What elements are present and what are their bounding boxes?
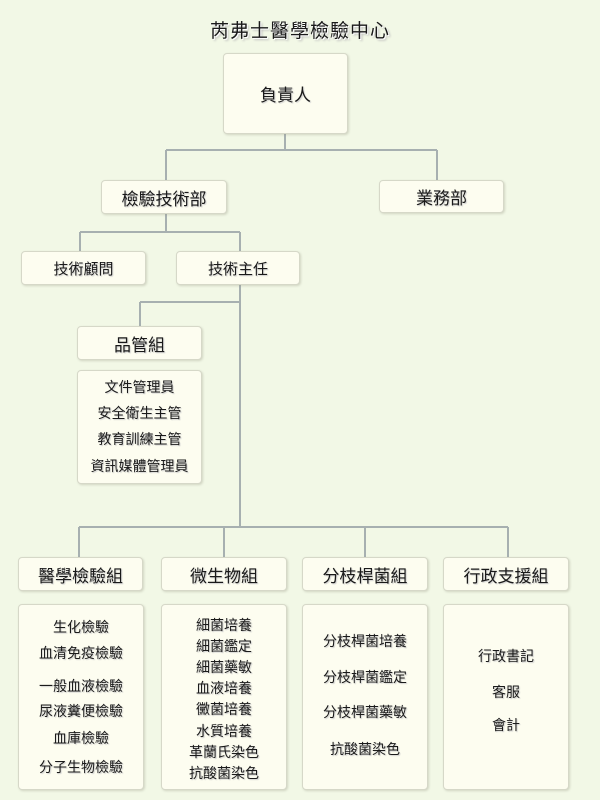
node-mycobacterium-group: 分枝桿菌組: [302, 557, 428, 591]
list-item: 會計: [492, 718, 520, 734]
list-item: 分枝桿菌培養: [323, 634, 407, 650]
list-item: 抗酸菌染色: [189, 766, 259, 782]
list-item: 血庫檢驗: [53, 731, 109, 747]
qc-member: 教育訓練主管: [97, 432, 182, 448]
node-lab-dept: 檢驗技術部: [101, 180, 227, 214]
node-microbiology-group: 微生物組: [161, 557, 287, 591]
list-item: 客服: [492, 685, 520, 701]
qc-member-list: 文件管理員 安全衛生主管 教育訓練主管 資訊媒體管理員: [77, 370, 202, 484]
list-item: 細菌鑑定: [196, 639, 252, 655]
list-item: 細菌培養: [196, 618, 252, 634]
list-item: 血清免疫檢驗: [39, 646, 123, 662]
node-head: 負責人: [223, 53, 348, 134]
list-item: 細菌藥敏: [196, 660, 252, 676]
list-item: 分枝桿菌藥敏: [323, 705, 407, 721]
page-title: 芮弗士醫學檢驗中心: [209, 20, 390, 42]
mycobacterium-item-list: 分枝桿菌培養 分枝桿菌鑑定 分枝桿菌藥敏 抗酸菌染色: [302, 604, 428, 790]
list-item: 行政書記: [478, 649, 534, 665]
microbiology-item-list: 細菌培養 細菌鑑定 細菌藥敏 血液培養 黴菌培養 水質培養 革蘭氏染色 抗酸菌染…: [161, 604, 287, 790]
list-item: 分子生物檢驗: [39, 760, 123, 776]
list-item: 革蘭氏染色: [189, 745, 259, 761]
qc-member: 安全衛生主管: [97, 406, 182, 422]
node-biz-dept: 業務部: [379, 180, 504, 213]
list-item: 水質培養: [196, 724, 252, 740]
qc-member: 文件管理員: [104, 380, 175, 396]
list-item: 黴菌培養: [196, 702, 252, 718]
node-admin-support-group: 行政支援組: [443, 557, 569, 591]
admin-support-item-list: 行政書記 客服 會計: [443, 604, 569, 790]
medical-lab-item-list: 生化檢驗 血清免疫檢驗 一般血液檢驗 尿液糞便檢驗 血庫檢驗 分子生物檢驗: [18, 604, 144, 790]
node-tech-advisor: 技術顧問: [21, 251, 146, 285]
qc-member: 資訊媒體管理員: [90, 459, 189, 475]
list-item: 尿液糞便檢驗: [39, 704, 123, 720]
list-item: 抗酸菌染色: [330, 742, 400, 758]
list-item: 分枝桿菌鑑定: [323, 670, 407, 686]
list-item: 一般血液檢驗: [39, 679, 123, 695]
node-tech-director: 技術主任: [176, 251, 300, 285]
node-qc-group: 品管組: [77, 326, 202, 360]
node-medical-lab-group: 醫學檢驗組: [18, 557, 143, 591]
list-item: 生化檢驗: [53, 620, 109, 636]
list-item: 血液培養: [196, 681, 252, 697]
